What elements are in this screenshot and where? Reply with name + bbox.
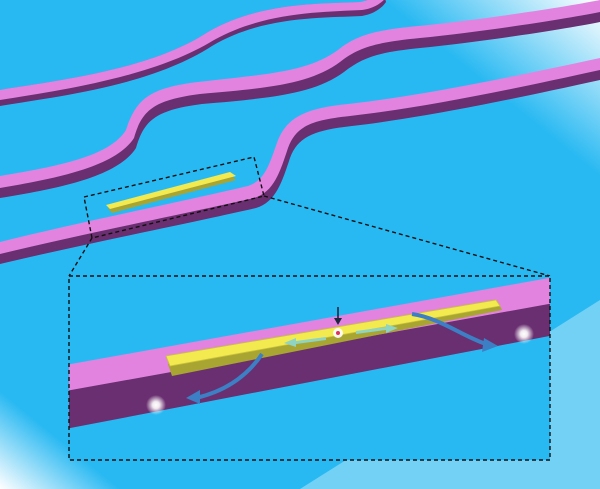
light-spot-right <box>514 324 534 344</box>
inset-zoom-view <box>68 275 551 461</box>
yellow-strip-small <box>106 172 236 213</box>
waveguide-top <box>0 0 386 106</box>
arrow-out-left <box>195 352 264 400</box>
waveguide-bottom <box>0 58 600 264</box>
waveguide-middle <box>0 0 600 198</box>
zoom-line-left <box>68 237 93 277</box>
arrow-out-right <box>411 312 487 346</box>
light-spot-left <box>146 395 166 415</box>
arrow-right-in-strip <box>356 324 398 334</box>
inset-outline <box>68 275 551 461</box>
emitter-pointer-head <box>334 318 342 325</box>
zoom-line-right <box>263 195 551 277</box>
arrow-out-left-head <box>186 390 200 404</box>
arrow-out-right-head <box>482 338 498 352</box>
arrow-left-in-strip <box>284 337 326 347</box>
emitter-dot <box>336 331 340 335</box>
